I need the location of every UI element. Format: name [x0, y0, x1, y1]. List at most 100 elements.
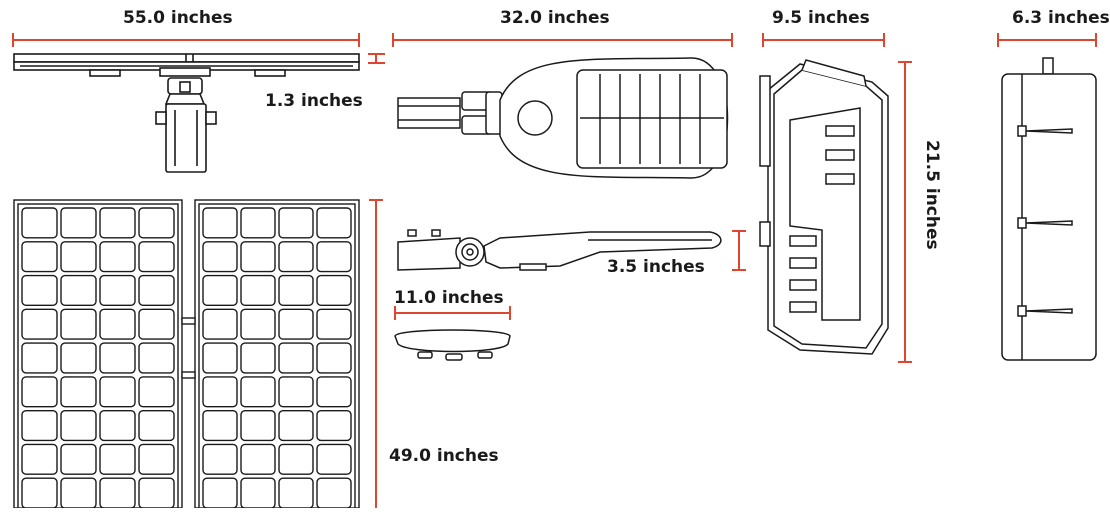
solar-cell [138, 207, 175, 239]
solar-cell [316, 308, 352, 340]
solar-cell [60, 376, 97, 408]
solar-cell [21, 443, 58, 475]
solar-cell [99, 207, 136, 239]
solar-cell [278, 477, 314, 509]
solar-cell [240, 342, 276, 374]
solar-cell [99, 241, 136, 273]
battery-depth-dimension-line [997, 33, 1097, 47]
fixture-length-label: 32.0 inches [500, 8, 610, 28]
light-fixture-top-view [397, 57, 729, 179]
solar-panel-right [194, 199, 360, 509]
battery-height-dimension-line [898, 61, 912, 363]
solar-cell [60, 342, 97, 374]
solar-cell [60, 477, 97, 509]
light-fixture-end-view [394, 329, 511, 361]
solar-cell [316, 409, 352, 442]
solar-cell [316, 443, 352, 475]
solar-cell [240, 274, 276, 307]
panel-height-dimension-line [369, 199, 383, 508]
solar-cell [21, 241, 58, 273]
solar-cell [202, 207, 238, 239]
battery-height-label: 21.5 inches [922, 140, 942, 250]
solar-cell [21, 308, 58, 340]
solar-cell [240, 443, 276, 475]
solar-panel-side-view [13, 53, 360, 173]
dimension-lines [12, 33, 1097, 508]
solar-cell [21, 342, 58, 374]
solar-cell [202, 274, 238, 307]
solar-cell [316, 477, 352, 509]
fixture-depth-dimension-line [732, 230, 746, 271]
fixture-depth-label: 3.5 inches [607, 257, 705, 277]
solar-cell [316, 342, 352, 374]
solar-cell [278, 342, 314, 374]
solar-cell [99, 274, 136, 307]
solar-cell [240, 308, 276, 340]
solar-cell [202, 241, 238, 273]
solar-cell [278, 409, 314, 442]
solar-cell [240, 376, 276, 408]
solar-cell [21, 274, 58, 307]
solar-cell [138, 376, 175, 408]
solar-cell [278, 241, 314, 273]
solar-cell [60, 274, 97, 307]
battery-width-dimension-line [762, 33, 885, 47]
solar-cell [60, 443, 97, 475]
solar-cell [99, 477, 136, 509]
fixture-width-label: 11.0 inches [394, 288, 504, 308]
solar-cell [240, 477, 276, 509]
solar-cell [99, 376, 136, 408]
solar-cell [202, 477, 238, 509]
solar-cell [60, 241, 97, 273]
solar-cell [99, 409, 136, 442]
solar-cell [316, 376, 352, 408]
solar-cell [138, 342, 175, 374]
panel-thickness-dimension-line [368, 53, 385, 64]
solar-cell [202, 443, 238, 475]
solar-cell [60, 409, 97, 442]
panel-width-label: 55.0 inches [123, 8, 233, 28]
solar-cell [316, 207, 352, 239]
solar-cell [99, 443, 136, 475]
fixture-width-dimension-line [394, 306, 511, 320]
battery-box-side-view [1001, 57, 1097, 361]
solar-cell [316, 241, 352, 273]
solar-cell [278, 376, 314, 408]
solar-cell [138, 308, 175, 340]
solar-cell [202, 409, 238, 442]
solar-cell [202, 308, 238, 340]
solar-cell [278, 274, 314, 307]
solar-cell [240, 207, 276, 239]
solar-cell [21, 376, 58, 408]
solar-cell [202, 342, 238, 374]
solar-cell [138, 477, 175, 509]
panel-thickness-label: 1.3 inches [265, 91, 363, 111]
battery-width-label: 9.5 inches [772, 8, 870, 28]
solar-cell [240, 409, 276, 442]
solar-cell [99, 308, 136, 340]
solar-cell [99, 342, 136, 374]
battery-depth-label: 6.3 inches [1012, 8, 1110, 28]
solar-panel-left [13, 199, 183, 509]
panel-height-label: 49.0 inches [389, 446, 499, 466]
solar-cell [21, 477, 58, 509]
solar-cell [60, 207, 97, 239]
solar-cell [21, 409, 58, 442]
solar-cell [138, 409, 175, 442]
solar-cell [278, 443, 314, 475]
solar-cell [138, 443, 175, 475]
battery-box-front-view [759, 59, 889, 355]
solar-cell [278, 308, 314, 340]
panel-width-dimension-line [12, 33, 360, 47]
solar-cell [138, 274, 175, 307]
solar-cell [240, 241, 276, 273]
solar-panel-front-view [13, 199, 360, 509]
fixture-length-dimension-line [392, 33, 733, 47]
solar-cell [278, 207, 314, 239]
solar-cell [60, 308, 97, 340]
solar-cell [316, 274, 352, 307]
solar-cell [138, 241, 175, 273]
solar-cell [202, 376, 238, 408]
